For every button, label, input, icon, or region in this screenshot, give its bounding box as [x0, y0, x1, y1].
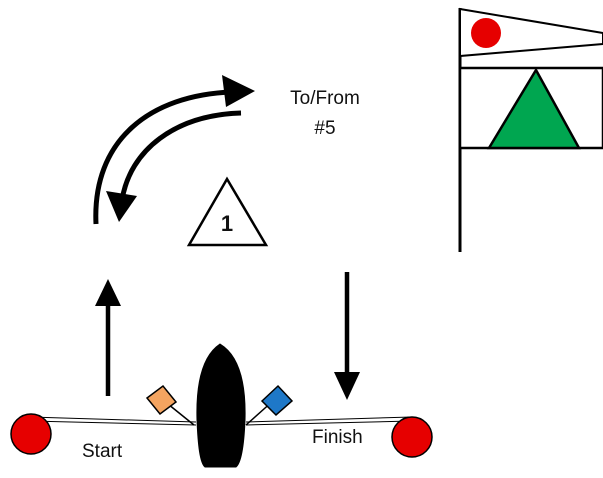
- finish-line-lower: [245, 420, 413, 426]
- to-from-mark-5-label: To/From #5: [250, 84, 400, 144]
- to-from-line1: To/From: [290, 88, 360, 109]
- start-line-lower: [29, 420, 197, 426]
- start-pin-buoy-icon: [10, 413, 52, 455]
- inner-curved-arrow: [119, 110, 242, 201]
- finish-down-arrow-icon: [334, 272, 360, 400]
- pennant-red-ball: [471, 18, 501, 48]
- start-line: [29, 416, 197, 423]
- to-from-line2: #5: [314, 118, 336, 139]
- finish-pin-buoy-icon: [391, 416, 433, 458]
- start-flag-icon: [145, 384, 195, 426]
- mark-number-label: 1: [220, 211, 234, 236]
- outer-arrowhead-icon: [222, 75, 255, 107]
- green-triangle-icon: [486, 67, 582, 150]
- inner-arrowhead-icon: [106, 191, 137, 222]
- course-signal-flag-icon: [458, 7, 603, 252]
- finish-flag-icon: [245, 384, 294, 426]
- committee-boat-icon: [196, 343, 246, 468]
- outer-curved-arrow: [93, 89, 233, 225]
- mark-1-triangle-icon: [186, 176, 269, 247]
- start-label: Start: [82, 441, 123, 462]
- to-from-curved-arrows: [93, 75, 255, 225]
- finish-line: [245, 416, 413, 423]
- finish-label: Finish: [312, 427, 363, 448]
- start-up-arrow-icon: [95, 279, 121, 396]
